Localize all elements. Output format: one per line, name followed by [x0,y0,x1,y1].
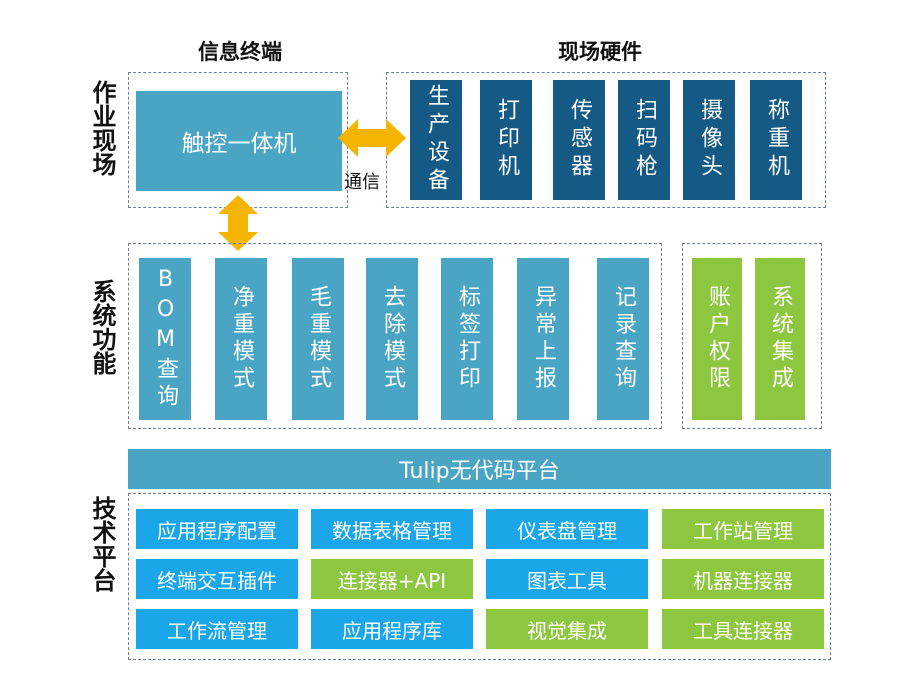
tech-item: 视觉集成 [486,609,648,649]
functions-container [128,243,662,429]
function-box: 净重模式 [215,258,267,420]
function-box: 记录查询 [597,258,649,420]
admin-container [682,243,822,429]
hardware-box: 称重机 [750,80,802,200]
comm-label: 通信 [344,172,380,193]
function-box: 去除模式 [366,258,418,420]
comm-arrow-icon [338,119,406,157]
tech-item: 终端交互插件 [136,559,298,599]
vertical-arrow-icon [218,195,258,251]
tech-item: 数据表格管理 [311,509,473,549]
side-label-system-functions: 系统功能 [88,279,116,375]
tech-item: 应用程序库 [311,609,473,649]
field-hardware-header: 现场硬件 [558,40,642,64]
hardware-box: 打印机 [480,80,532,200]
hardware-box: 生产设备 [410,80,462,200]
tech-item: 工作流管理 [136,609,298,649]
function-box: 异常上报 [517,258,569,420]
admin-function-box: 账户权限 [692,258,742,420]
tech-item: 机器连接器 [662,559,824,599]
tech-item: 连接器+API [311,559,473,599]
function-box: 毛重模式 [292,258,344,420]
tech-item: 仪表盘管理 [486,509,648,549]
side-label-tech-platform: 技术平台 [88,496,116,592]
admin-function-box: 系统集成 [755,258,805,420]
tech-item: 工具连接器 [662,609,824,649]
hardware-box: 摄像头 [683,80,735,200]
hardware-box: 扫码枪 [618,80,670,200]
tech-item: 应用程序配置 [136,509,298,549]
tulip-platform-bar: Tulip无代码平台 [128,449,831,489]
tech-item: 工作站管理 [662,509,824,549]
hardware-box: 传感器 [553,80,605,200]
tech-grid-container [128,493,831,660]
touch-terminal: 触控一体机 [136,91,342,191]
function-box: 标签打印 [441,258,493,420]
tech-item: 图表工具 [486,559,648,599]
info-terminal-header: 信息终端 [198,40,282,64]
side-label-workfield: 作业现场 [88,80,116,176]
function-box: BOM查询 [139,258,191,420]
